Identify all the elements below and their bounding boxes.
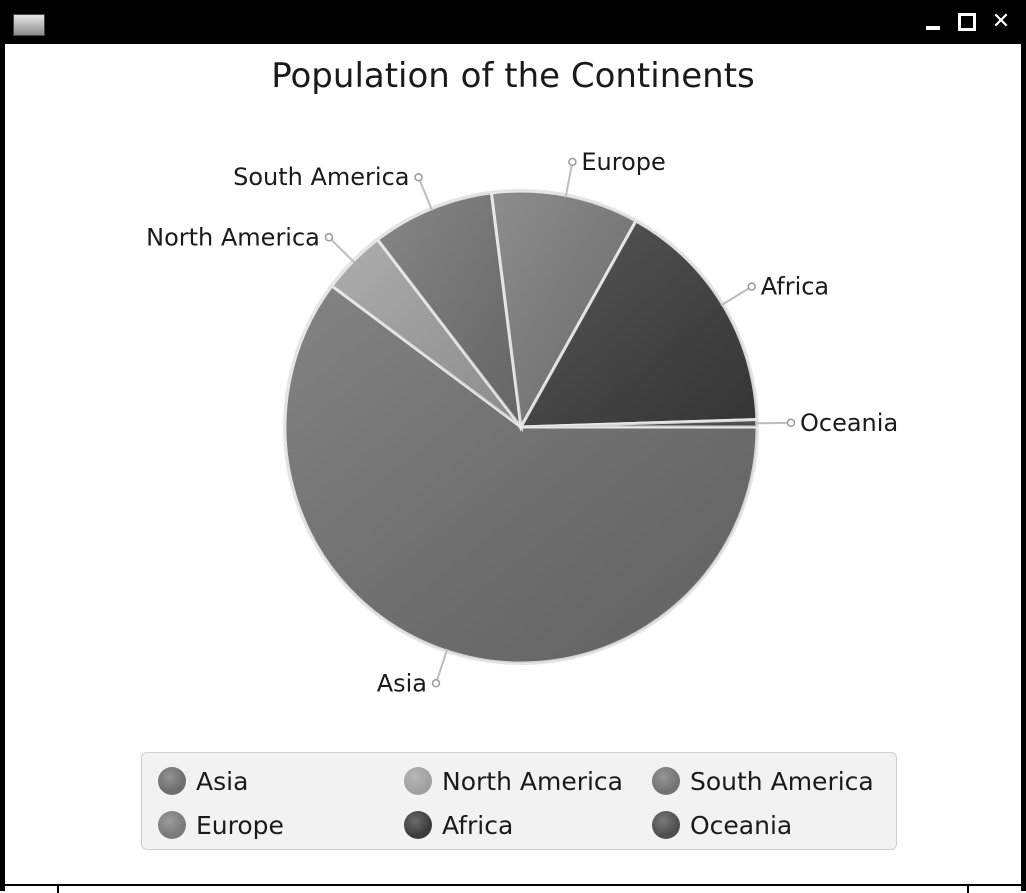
window-controls: ✕ — [923, 6, 1011, 38]
maximize-icon — [958, 13, 976, 31]
leader-dot-europe — [568, 157, 577, 167]
legend-swatch-north-america — [404, 767, 432, 795]
chart-title: Population of the Continents — [271, 56, 755, 96]
slice-label-south-america: South America — [233, 163, 409, 191]
slice-label-oceania: Oceania — [800, 409, 898, 437]
leader-line-north-america — [328, 236, 356, 264]
close-button[interactable]: ✕ — [991, 9, 1011, 34]
legend-label-africa: Africa — [442, 810, 514, 840]
legend-label-north-america: North America — [442, 766, 623, 796]
leader-dot-asia — [431, 679, 441, 688]
close-icon: ✕ — [991, 9, 1011, 34]
title-bar[interactable]: ✕ — [5, 0, 1021, 44]
legend-swatch-europe — [158, 811, 186, 839]
leader-line-asia — [435, 648, 449, 684]
status-strip — [5, 884, 1021, 893]
leader-line-oceania — [754, 421, 792, 425]
legend-item-oceania[interactable]: Oceania — [652, 807, 792, 843]
slice-label-europe: Europe — [581, 148, 665, 176]
slice-label-asia: Asia — [377, 669, 427, 697]
slice-label-north-america: North America — [146, 223, 320, 251]
minimize-icon — [926, 26, 940, 30]
leader-dot-south-america — [414, 172, 423, 182]
legend-label-europe: Europe — [196, 810, 284, 840]
legend-item-north-america[interactable]: North America — [404, 763, 623, 799]
legend-swatch-asia — [158, 767, 186, 795]
leader-line-europe — [564, 161, 574, 198]
maximize-button[interactable] — [957, 12, 977, 32]
legend-swatch-south-america — [652, 767, 680, 795]
legend-swatch-africa — [404, 811, 432, 839]
leader-line-south-america — [417, 176, 434, 211]
legend-item-europe[interactable]: Europe — [158, 807, 284, 843]
app-window-icon — [13, 14, 45, 36]
slice-label-africa: Africa — [761, 273, 829, 301]
legend-swatch-oceania — [652, 811, 680, 839]
leader-dot-north-america — [324, 233, 334, 242]
legend-label-oceania: Oceania — [690, 810, 793, 840]
legend-label-asia: Asia — [196, 766, 249, 796]
legend-label-south-america: South America — [690, 766, 874, 796]
leader-dot-oceania — [786, 418, 796, 428]
leader-line-africa — [720, 285, 753, 307]
legend-item-south-america[interactable]: South America — [652, 763, 874, 799]
pie-outline — [283, 189, 759, 665]
minimize-button[interactable] — [923, 12, 943, 32]
legend-item-africa[interactable]: Africa — [404, 807, 513, 843]
leader-dot-africa — [747, 282, 756, 291]
legend-item-asia[interactable]: Asia — [158, 763, 248, 799]
